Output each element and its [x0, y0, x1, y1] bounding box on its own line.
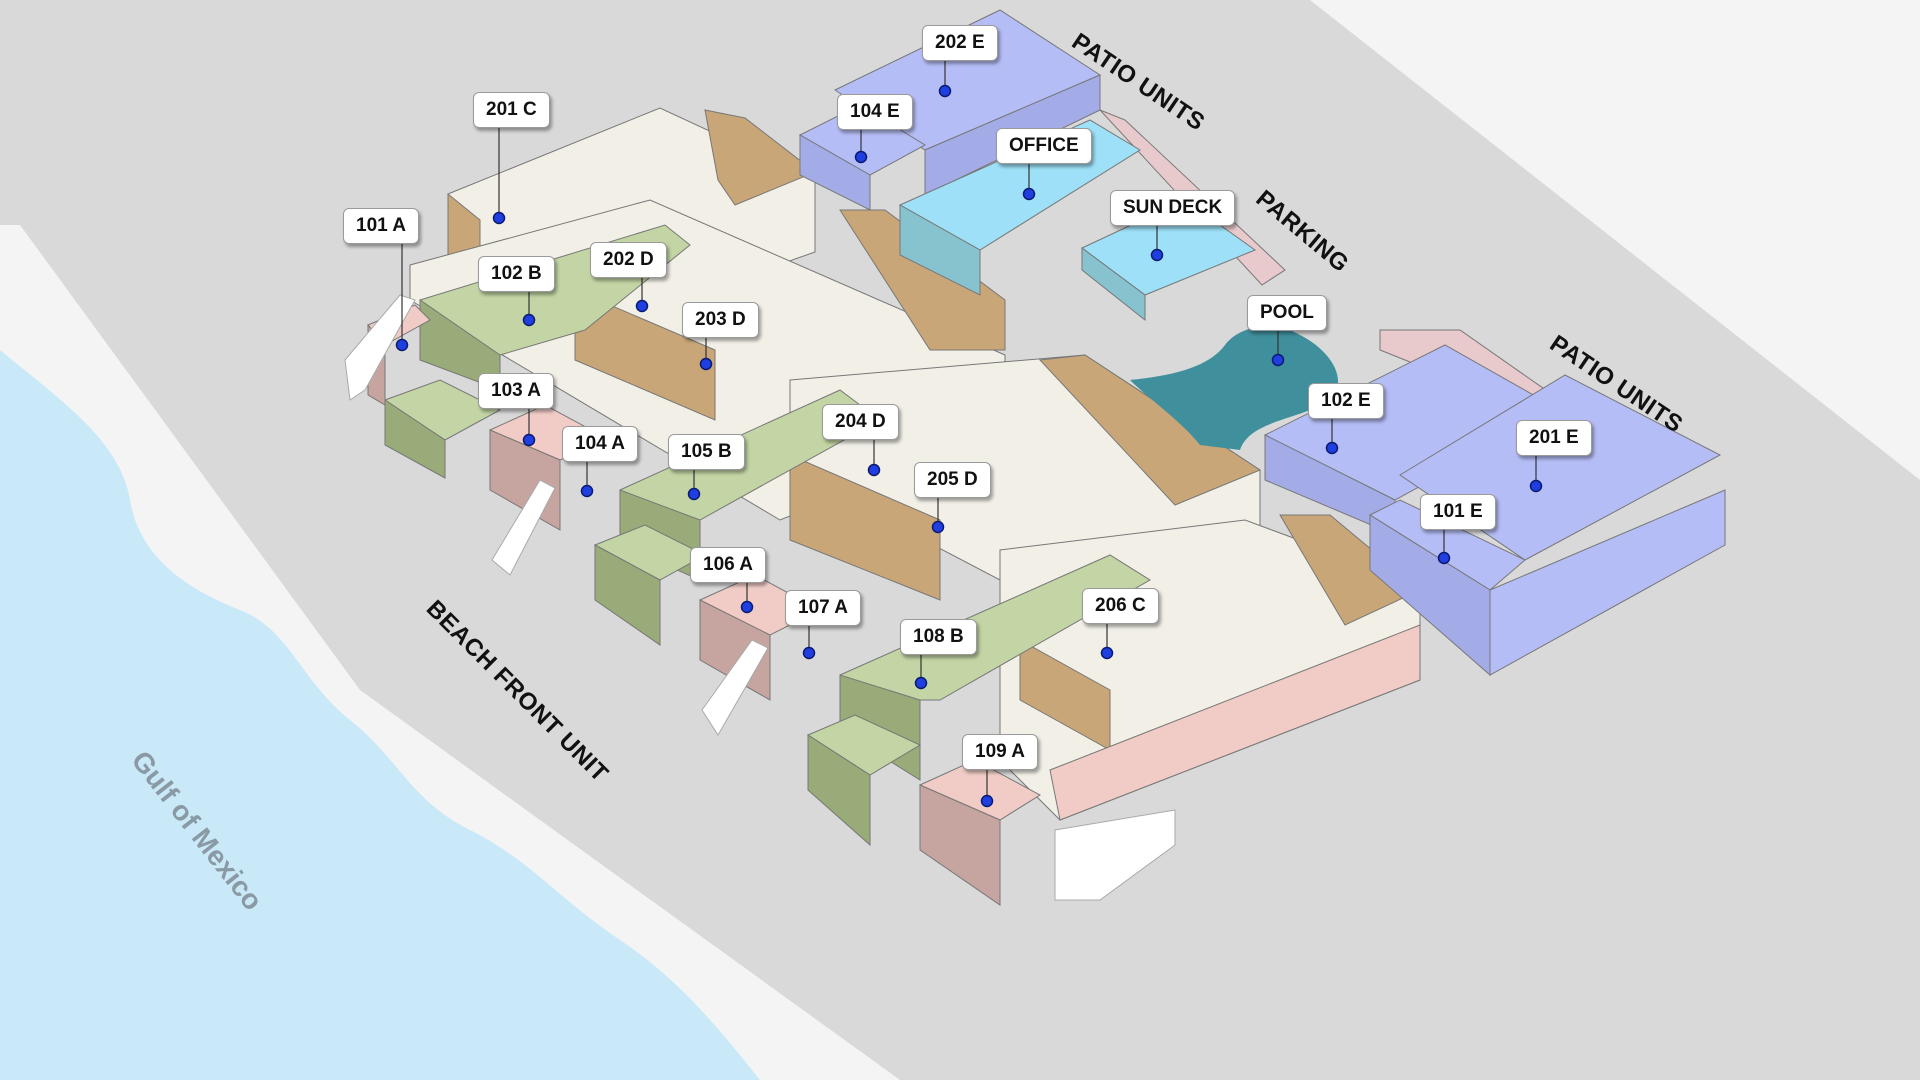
gulf-water — [0, 350, 760, 1080]
unit-label-108-b[interactable]: 108 B — [900, 619, 977, 655]
unit-label-101-e[interactable]: 101 E — [1420, 494, 1496, 530]
unit-marker[interactable] — [854, 150, 868, 164]
pool-shape — [1130, 326, 1339, 450]
unit-label-101-a[interactable]: 101 A — [343, 208, 419, 244]
unit-label-104-e[interactable]: 104 E — [837, 94, 913, 130]
unit-marker[interactable] — [1271, 353, 1285, 367]
unit-marker[interactable] — [635, 299, 649, 313]
unit-marker[interactable] — [1150, 248, 1164, 262]
unit-label-office[interactable]: OFFICE — [996, 128, 1092, 164]
unit-label-sun-deck[interactable]: SUN DECK — [1110, 190, 1236, 226]
unit-marker[interactable] — [1529, 479, 1543, 493]
unit-label-204-d[interactable]: 204 D — [822, 404, 899, 440]
unit-marker[interactable] — [802, 646, 816, 660]
unit-label-107-a[interactable]: 107 A — [785, 590, 861, 626]
unit-marker[interactable] — [914, 676, 928, 690]
unit-label-102-b[interactable]: 102 B — [478, 256, 555, 292]
unit-marker[interactable] — [1100, 646, 1114, 660]
unit-marker[interactable] — [980, 794, 994, 808]
unit-label-202-e[interactable]: 202 E — [922, 25, 998, 61]
unit-label-109-a[interactable]: 109 A — [962, 734, 1038, 770]
unit-marker[interactable] — [522, 313, 536, 327]
unit-label-201-e[interactable]: 201 E — [1516, 420, 1592, 456]
unit-label-202-d[interactable]: 202 D — [590, 242, 667, 278]
unit-marker[interactable] — [580, 484, 594, 498]
unit-label-102-e[interactable]: 102 E — [1308, 383, 1384, 419]
unit-marker[interactable] — [522, 433, 536, 447]
unit-label-104-a[interactable]: 104 A — [562, 426, 638, 462]
unit-label-201-c[interactable]: 201 C — [473, 92, 550, 128]
unit-label-105-b[interactable]: 105 B — [668, 434, 745, 470]
unit-label-203-d[interactable]: 203 D — [682, 302, 759, 338]
unit-label-103-a[interactable]: 103 A — [478, 373, 554, 409]
unit-label-106-a[interactable]: 106 A — [690, 547, 766, 583]
unit-label-pool[interactable]: POOL — [1247, 295, 1327, 331]
unit-marker[interactable] — [1437, 551, 1451, 565]
unit-marker[interactable] — [931, 520, 945, 534]
unit-marker[interactable] — [740, 600, 754, 614]
unit-marker[interactable] — [492, 211, 506, 225]
street-strip — [1310, 0, 1920, 480]
unit-marker[interactable] — [867, 463, 881, 477]
label-leaders — [395, 61, 1543, 808]
unit-marker[interactable] — [1325, 441, 1339, 455]
unit-marker[interactable] — [938, 84, 952, 98]
unit-label-206-c[interactable]: 206 C — [1082, 588, 1159, 624]
unit-marker[interactable] — [395, 338, 409, 352]
unit-label-205-d[interactable]: 205 D — [914, 462, 991, 498]
unit-marker[interactable] — [687, 487, 701, 501]
unit-marker[interactable] — [699, 357, 713, 371]
unit-marker[interactable] — [1022, 187, 1036, 201]
